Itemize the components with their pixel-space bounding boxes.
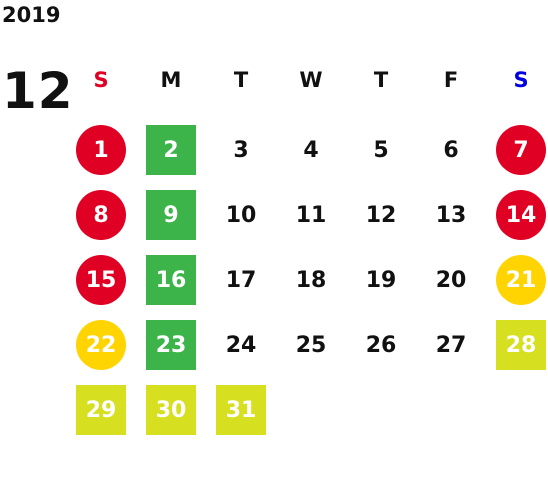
- weekday-friday: F: [443, 68, 459, 92]
- day-cell[interactable]: 12: [365, 202, 397, 228]
- day-cell[interactable]: 22: [76, 320, 126, 370]
- day-cell[interactable]: 17: [225, 267, 257, 293]
- day-cell[interactable]: 19: [365, 267, 397, 293]
- day-cell[interactable]: 20: [435, 267, 467, 293]
- day-cell[interactable]: 18: [295, 267, 327, 293]
- day-cell[interactable]: 26: [365, 332, 397, 358]
- day-cell[interactable]: 14: [496, 190, 546, 240]
- day-cell[interactable]: 10: [225, 202, 257, 228]
- day-cell[interactable]: 30: [146, 385, 196, 435]
- day-cell[interactable]: 27: [435, 332, 467, 358]
- weekday-sunday: S: [93, 68, 109, 92]
- weekday-wednesday: W: [299, 68, 323, 92]
- month-number: 12: [2, 62, 74, 120]
- weekday-tuesday: T: [233, 68, 249, 92]
- day-cell[interactable]: 24: [225, 332, 257, 358]
- day-cell[interactable]: 15: [76, 255, 126, 305]
- day-cell[interactable]: 23: [146, 320, 196, 370]
- day-cell[interactable]: 31: [216, 385, 266, 435]
- day-cell[interactable]: 16: [146, 255, 196, 305]
- year-label: 2019: [2, 3, 61, 27]
- day-cell[interactable]: 29: [76, 385, 126, 435]
- day-cell[interactable]: 13: [435, 202, 467, 228]
- day-cell[interactable]: 28: [496, 320, 546, 370]
- day-cell[interactable]: 7: [496, 125, 546, 175]
- weekday-thursday: T: [373, 68, 389, 92]
- day-cell[interactable]: 6: [443, 137, 459, 163]
- day-cell[interactable]: 8: [76, 190, 126, 240]
- day-cell[interactable]: 5: [373, 137, 389, 163]
- weekday-monday: M: [160, 68, 182, 92]
- day-cell[interactable]: 3: [233, 137, 249, 163]
- day-cell[interactable]: 4: [303, 137, 319, 163]
- day-cell[interactable]: 25: [295, 332, 327, 358]
- day-cell[interactable]: 1: [76, 125, 126, 175]
- weekday-saturday: S: [513, 68, 529, 92]
- day-cell[interactable]: 9: [146, 190, 196, 240]
- day-cell[interactable]: 21: [496, 255, 546, 305]
- day-cell[interactable]: 11: [295, 202, 327, 228]
- day-cell[interactable]: 2: [146, 125, 196, 175]
